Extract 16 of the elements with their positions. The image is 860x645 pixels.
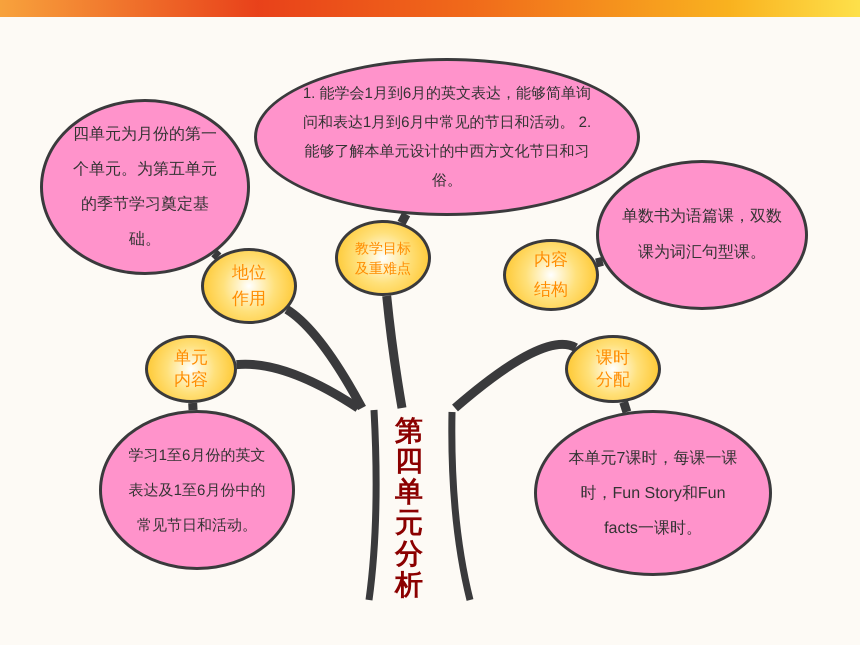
branch-line — [188, 402, 198, 410]
branch-line — [284, 306, 366, 410]
node-text: 单元内容 — [173, 347, 209, 391]
node-text: 四单元为月份的第一个单元。为第五单元的季节学习奠定基础。 — [72, 124, 218, 250]
node-text: 1. 能学会1月到6月的英文表达，能够简单询问和表达1月到6月中常见的节日和活动。 2. 能够了解本单元设计的中西方文化节日和习俗。 — [302, 84, 592, 191]
node-text: 教学目标及重难点 — [354, 239, 412, 278]
node-text: 单数书为语篇课，双数课为词汇句型课。 — [621, 206, 783, 263]
node-text: 学习1至6月份的英文表达及1至6月份中的常见节日和活动。 — [128, 446, 266, 536]
node-text: 本单元7课时，每课一课时，Fun Story和Fun facts一课时。 — [568, 448, 738, 538]
node-text: 地位作用 — [231, 262, 267, 310]
node-text: 内容结构 — [533, 249, 569, 301]
node-text: 课时分配 — [595, 347, 631, 391]
branch-line — [236, 360, 360, 412]
branch-line — [452, 340, 578, 412]
title-text: 第四单元分析 — [394, 416, 424, 600]
branch-line — [382, 295, 406, 409]
